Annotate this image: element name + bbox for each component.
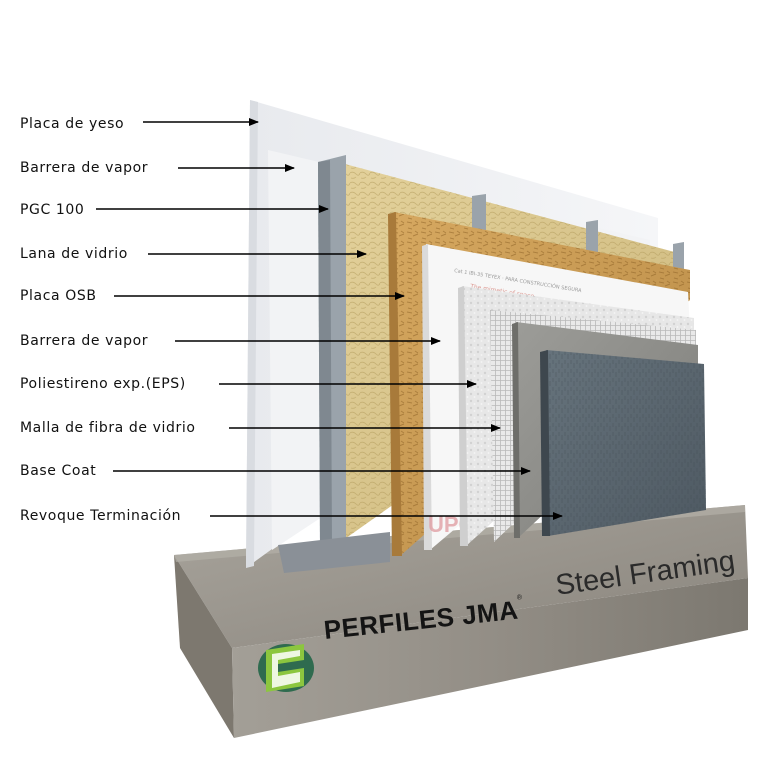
steel-studs — [278, 155, 684, 573]
label-arrows — [96, 118, 563, 520]
label-revoque-terminacion: Revoque Terminación — [20, 508, 182, 524]
label-pgc-100: PGC 100 — [20, 202, 85, 218]
finish-render-layer — [540, 350, 706, 536]
brand-logo-icon — [258, 644, 314, 692]
label-placa-osb: Placa OSB — [20, 288, 97, 304]
label-barrera-de-vapor-1: Barrera de vapor — [20, 160, 149, 176]
label-lana-de-vidrio: Lana de vidrio — [20, 246, 128, 262]
brand-trademark: ® — [516, 594, 523, 602]
label-barrera-de-vapor-2: Barrera de vapor — [20, 333, 149, 349]
label-eps: Poliestireno exp.(EPS) — [20, 376, 186, 392]
label-malla-fibra-vidrio: Malla de fibra de vidrio — [20, 420, 196, 436]
label-placa-de-yeso: Placa de yeso — [20, 116, 125, 132]
label-base-coat: Base Coat — [20, 463, 97, 479]
